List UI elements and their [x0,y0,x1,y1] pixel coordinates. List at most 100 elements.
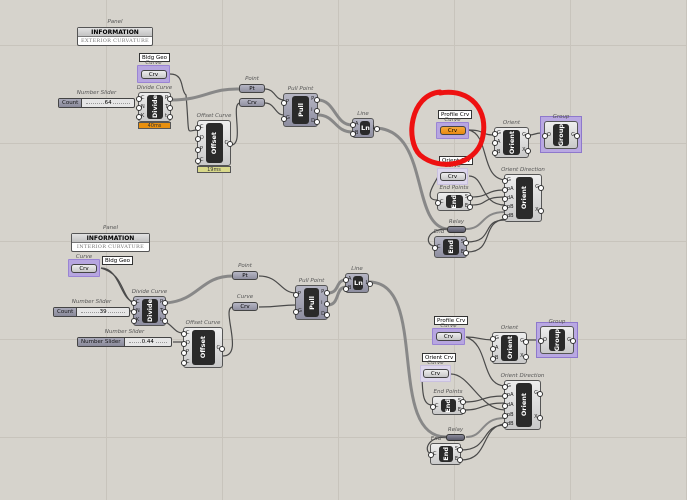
output-port[interactable]: T [159,307,169,315]
input-port[interactable]: A [349,120,359,128]
input-port[interactable]: C [428,451,437,458]
output-port[interactable]: P [321,288,330,296]
output-port[interactable]: S [460,239,470,246]
input-port[interactable]: O [542,132,551,139]
output-port[interactable]: X [534,414,543,421]
output-port[interactable]: G [535,183,544,191]
input-port[interactable]: B [342,284,352,292]
output-port[interactable]: t [164,113,174,121]
input-port[interactable]: B [492,149,501,157]
output-port[interactable]: S [457,398,467,406]
output-port[interactable]: S [464,194,474,202]
output-port[interactable]: D [311,117,320,125]
output-port[interactable]: C [224,140,232,147]
output-port[interactable]: E [464,202,474,210]
input-port[interactable]: P [181,349,190,357]
input-port[interactable]: P [195,145,204,153]
input-port[interactable]: C [430,402,439,410]
output-port[interactable]: i [321,300,330,307]
relay-node[interactable] [446,434,465,441]
output-port[interactable]: G [567,337,576,344]
curve-param[interactable]: Crv [420,365,451,382]
input-port[interactable]: C [131,298,140,306]
output-port[interactable]: E [454,456,464,463]
relay-node[interactable] [447,226,466,233]
input-port[interactable]: D [195,134,204,142]
input-port[interactable]: O [538,337,547,344]
input-port[interactable]: K [131,317,140,325]
input-port[interactable]: C [181,329,190,337]
slider-track[interactable]: 64 [82,99,134,107]
param-pill[interactable]: Crv [439,126,466,135]
param-pill[interactable]: Pt [239,84,265,93]
param-pill[interactable]: Crv [422,369,449,378]
input-port[interactable]: A [342,275,352,283]
input-port[interactable]: dB [502,421,514,429]
output-port[interactable]: T [164,103,174,111]
input-port[interactable]: P [293,291,302,299]
input-port[interactable]: pA [502,392,514,400]
input-port[interactable]: A [492,139,501,147]
input-port[interactable]: C [136,94,145,102]
output-port[interactable]: G [534,390,543,397]
input-port[interactable]: P [281,99,290,106]
input-port[interactable]: B [349,129,359,137]
output-port[interactable]: i [311,107,320,114]
output-port[interactable]: L [372,125,380,132]
input-port[interactable]: C [432,244,441,251]
param-pill[interactable]: Crv [140,69,167,79]
input-port[interactable]: pB [502,204,514,212]
output-port[interactable]: S [454,446,464,453]
input-port[interactable]: K [136,113,145,121]
output-port[interactable]: X [520,352,529,360]
param-pill[interactable]: Crv [439,172,466,181]
output-port[interactable]: G [571,132,580,139]
input-port[interactable]: C [435,198,444,206]
output-port[interactable]: P [164,94,174,102]
param-pill[interactable]: Crv [435,332,462,341]
input-port[interactable]: dA [502,401,514,409]
input-port[interactable]: C [181,359,190,367]
curve-param[interactable]: Crv [137,65,170,83]
curve-param[interactable]: Crv [437,168,468,185]
output-port[interactable]: E [460,249,470,256]
curve-param[interactable]: Crv [68,259,100,277]
input-port[interactable]: pB [502,411,514,419]
output-port[interactable]: D [321,310,330,318]
curve-param[interactable]: Crv [436,122,469,139]
param-pill[interactable]: Crv [232,302,258,311]
input-port[interactable]: A [490,345,499,352]
slider-track[interactable]: 0.44 [125,338,171,346]
input-port[interactable]: pA [502,185,514,193]
input-port[interactable]: C [195,123,204,131]
input-port[interactable]: N [131,307,140,315]
output-port[interactable]: P [159,298,169,306]
input-port[interactable]: N [136,103,145,111]
curve-param[interactable]: Crv [432,328,465,345]
output-port[interactable]: G [522,132,531,140]
input-port[interactable]: B [490,355,499,362]
slider-track[interactable]: 39 [77,308,129,316]
input-port[interactable]: G [490,335,499,342]
param-pill[interactable]: Pt [232,271,258,280]
output-port[interactable]: G [520,337,529,345]
output-port[interactable]: X [522,146,531,154]
